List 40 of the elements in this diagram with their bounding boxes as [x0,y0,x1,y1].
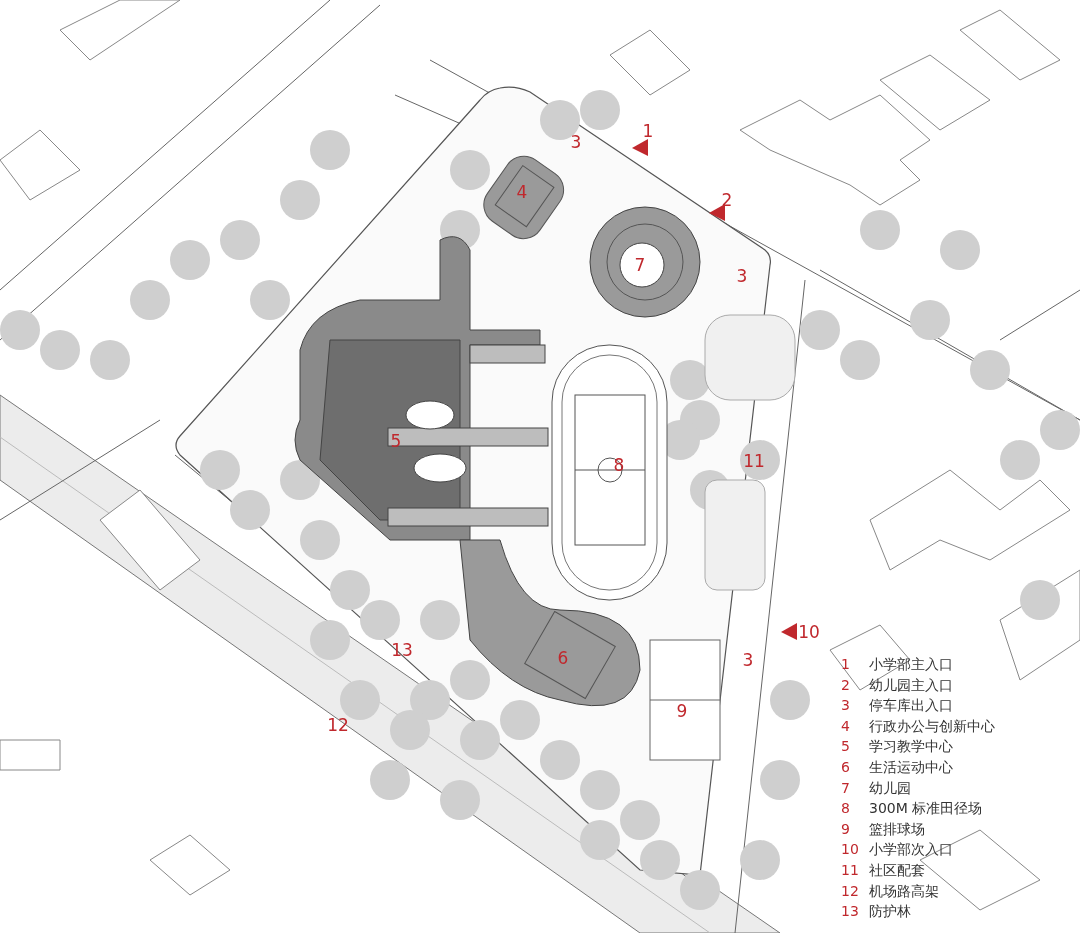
callout-number: 5 [390,432,402,450]
callout-number: 13 [391,641,413,659]
legend-number: 5 [841,738,850,755]
callout-number: 8 [613,456,625,474]
callout-number: 3 [736,267,748,285]
callout-number: 3 [570,133,582,151]
callout-number: 1 [642,122,654,140]
legend-number: 7 [841,779,850,796]
legend-number: 10 [841,841,859,858]
callout-number: 6 [557,649,569,667]
legend-number: 12 [841,882,859,899]
legend-text: 篮排球场 [869,820,925,837]
legend-number: 9 [841,820,850,837]
legend-text: 社区配套 [869,862,925,878]
legend-number: 2 [841,676,850,693]
legend-text: 机场路高架 [869,882,939,899]
callout-number: 10 [798,623,820,641]
legend-number: 8 [841,800,850,817]
legend-text: 学习教学中心 [869,738,953,755]
callout-number: 4 [516,183,528,201]
callout-number: 3 [742,651,754,669]
callout-number: 7 [634,256,646,274]
legend-text: 300M 标准田径场 [869,800,983,817]
callout-number: 11 [743,452,765,470]
callout-number: 9 [676,702,688,720]
legend-number: 6 [841,759,850,775]
legend-text: 防护林 [869,903,911,920]
legend-text: 停车库出入口 [869,697,953,714]
callout-number: 12 [327,716,349,734]
legend-text: 生活运动中心 [869,759,953,775]
legend-number: 11 [841,862,859,878]
legend-text: 小学部次入口 [869,841,953,858]
legend-text: 幼儿园主入口 [869,676,953,693]
legend-text: 行政办公与创新中心 [869,717,995,734]
legend-number: 13 [841,903,859,920]
legend-number: 3 [841,697,850,714]
legend-number: 1 [841,656,850,672]
legend-text: 小学部主入口 [869,656,953,672]
legend-text: 幼儿园 [869,779,911,796]
legend-number: 4 [841,717,850,734]
